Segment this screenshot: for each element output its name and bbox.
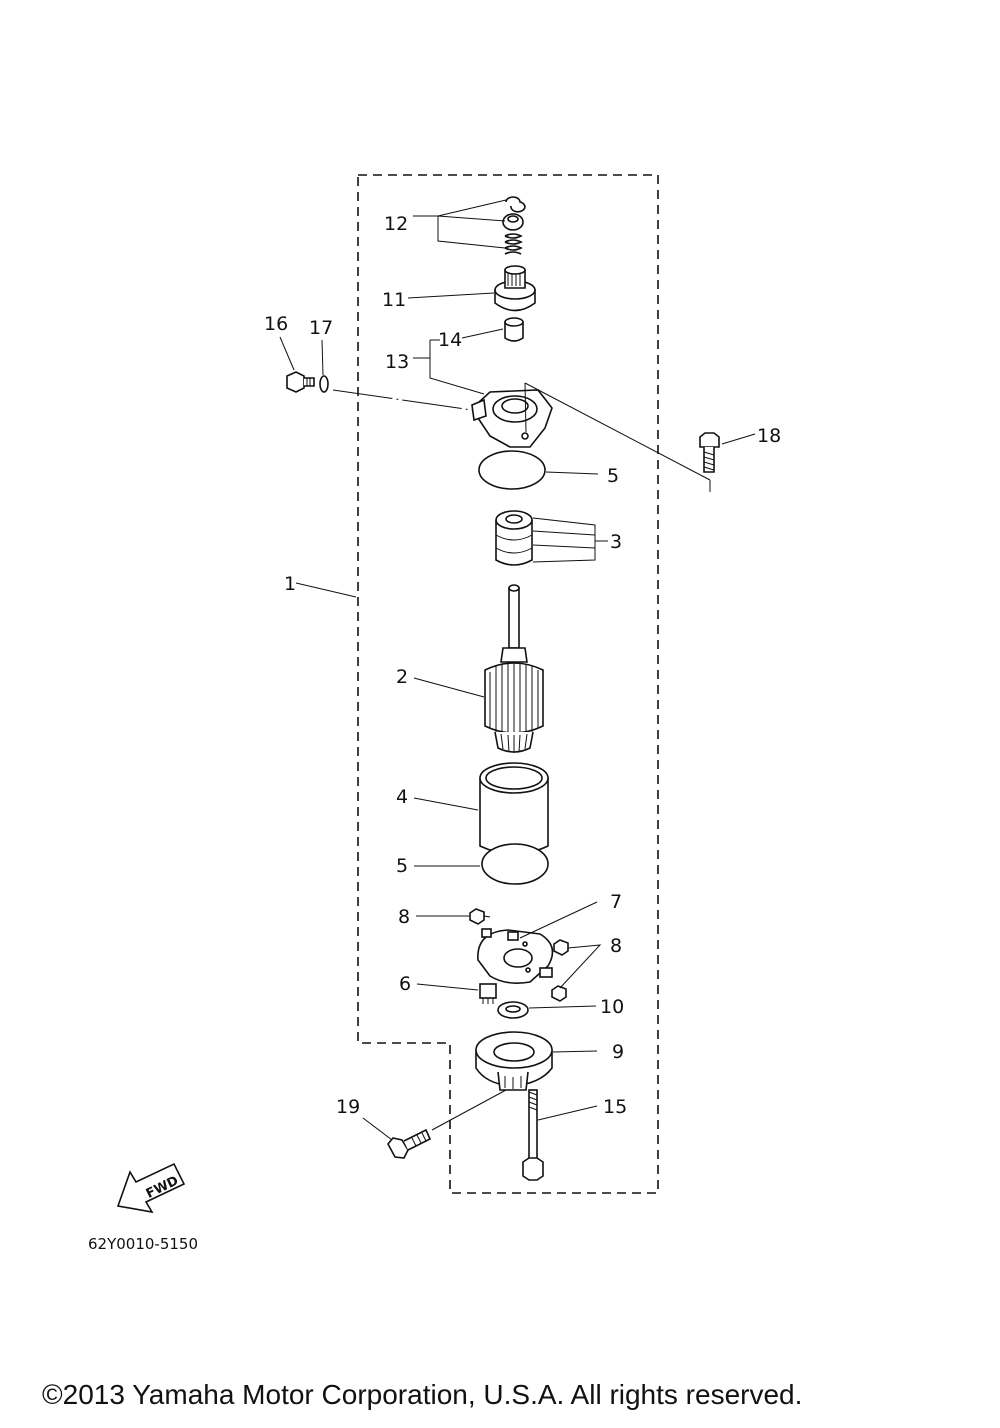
part-5-o-ring-upper <box>478 450 546 490</box>
callout-14: 14 <box>438 329 462 351</box>
part-16-bolt <box>286 371 315 393</box>
callout-18: 18 <box>757 425 781 447</box>
part-3-washer-set <box>495 510 533 566</box>
part-15-through-bolt <box>522 1089 544 1181</box>
part-9-rear-cover <box>475 1031 553 1091</box>
part-2-armature <box>484 584 544 753</box>
callout-17: 17 <box>309 317 333 339</box>
callout-11: 11 <box>382 289 406 311</box>
callout-4: 4 <box>396 786 408 808</box>
part-5-o-ring-lower <box>481 843 549 885</box>
part-19-bolt <box>387 1128 432 1159</box>
part-17-washer <box>319 375 329 393</box>
part-8-nut-left <box>469 908 491 925</box>
callout-6: 6 <box>399 973 411 995</box>
fwd-arrow-icon: FWD <box>116 1162 186 1214</box>
callout-9-label: 9 <box>612 1041 624 1063</box>
part-10-washer <box>497 1001 529 1019</box>
copyright-footer: ©2013 Yamaha Motor Corporation, U.S.A. A… <box>42 1379 802 1410</box>
drawing-code: 62Y0010-5150 <box>88 1235 198 1253</box>
callout-5-upper: 5 <box>607 465 619 487</box>
callout-2: 2 <box>396 666 408 688</box>
callout-13: 13 <box>385 351 409 373</box>
callout-1: 1 <box>284 573 296 595</box>
part-11-pinion-drive <box>494 265 536 312</box>
part-4-yoke <box>479 762 549 855</box>
callout-7: 7 <box>610 891 622 913</box>
part-12-clip-stopper-spring <box>502 196 526 255</box>
part-18-bolt <box>699 432 720 473</box>
assembly-boundary <box>357 174 659 1194</box>
part-6-brush <box>479 983 497 1004</box>
callout-8-left: 8 <box>398 906 410 928</box>
callout-16: 16 <box>264 313 288 335</box>
callout-10-label: 10 <box>600 996 624 1018</box>
part-8-nuts-right <box>551 939 569 1002</box>
callout-3: 3 <box>610 531 622 553</box>
callout-19: 19 <box>336 1096 360 1118</box>
part-13-front-bracket <box>471 389 553 448</box>
part-7-brush-holder <box>477 928 554 984</box>
part-14-bushing <box>504 317 524 342</box>
callout-5-lower: 5 <box>396 855 408 877</box>
callout-15: 15 <box>603 1096 627 1118</box>
callout-12: 12 <box>384 213 408 235</box>
callout-8-right: 8 <box>610 935 622 957</box>
